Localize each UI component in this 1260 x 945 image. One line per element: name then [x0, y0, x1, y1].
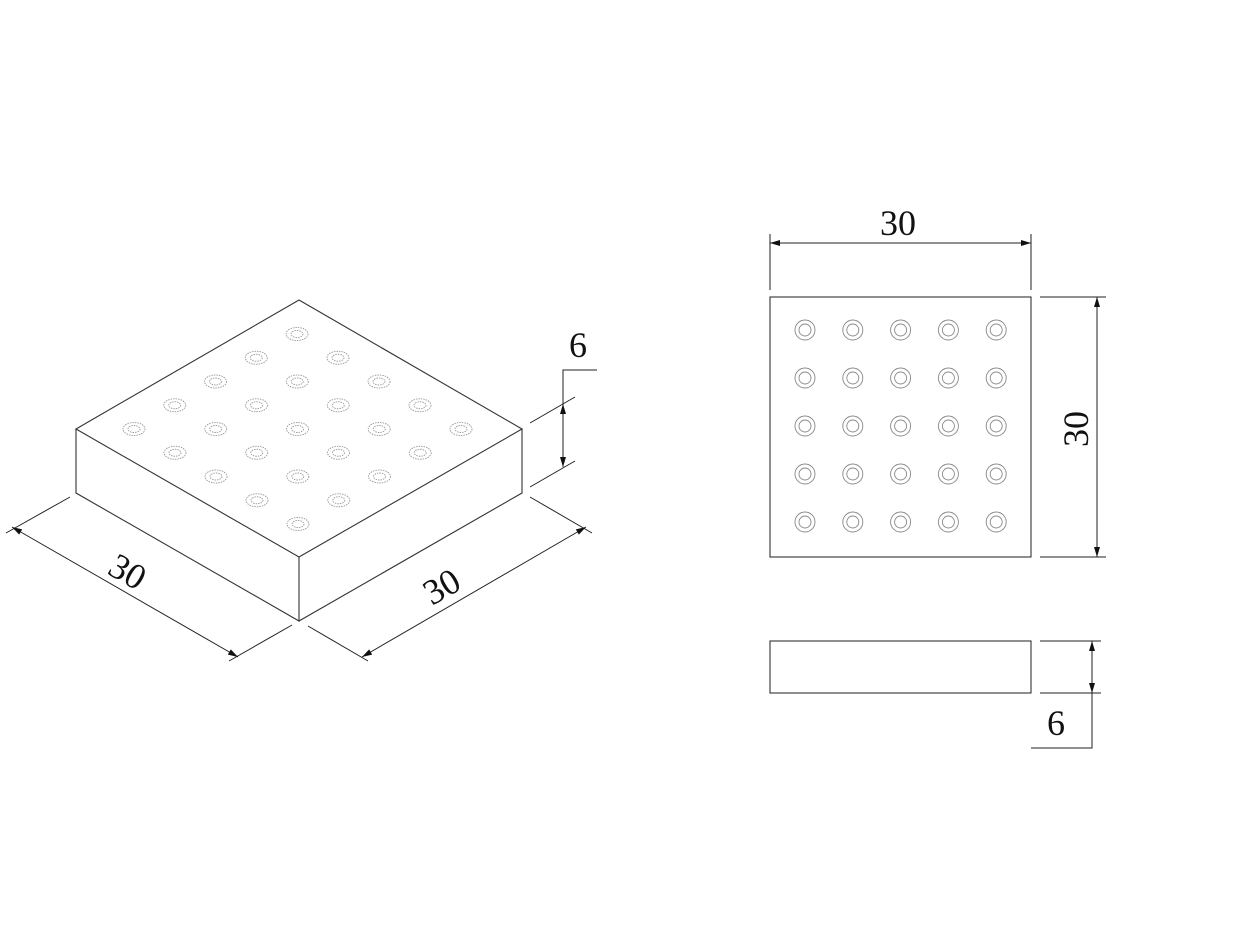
tactile-dot	[842, 511, 864, 533]
tactile-dot	[937, 415, 959, 437]
tactile-dot	[245, 493, 269, 508]
tactile-dot	[163, 445, 187, 460]
iso-height-label: 6	[569, 325, 587, 365]
iso-length-extension	[228, 624, 293, 662]
tactile-dot	[285, 374, 309, 389]
tactile-dot	[286, 469, 310, 484]
tactile-dot	[163, 398, 187, 413]
tactile-dot	[326, 398, 350, 413]
tactile-dot	[842, 415, 864, 437]
tactile-dot	[286, 517, 310, 531]
tactile-dot	[842, 367, 864, 389]
iso-width-label: 30	[416, 560, 467, 613]
iso-width-dimension-line	[361, 526, 587, 658]
tactile-dot	[890, 463, 912, 485]
iso-length-dimension-line	[11, 526, 239, 658]
tactile-dot	[794, 367, 816, 389]
tactile-dot	[794, 319, 816, 341]
tactile-dot	[204, 469, 228, 484]
tactile-dot	[408, 445, 432, 460]
tactile-dot	[367, 374, 391, 389]
iso-width-extension	[307, 625, 369, 662]
side-view-outline	[769, 640, 1032, 694]
side-thickness-leader	[1031, 693, 1093, 749]
tactile-dot	[285, 327, 309, 341]
tactile-dot	[368, 469, 391, 484]
tactile-dot	[890, 415, 912, 437]
tactile-dot	[245, 445, 269, 460]
tactile-dot	[842, 463, 864, 485]
tactile-dot	[367, 422, 391, 436]
tactile-dot	[326, 350, 350, 365]
iso-height-extension	[529, 396, 576, 424]
tactile-dot	[842, 319, 864, 341]
tactile-dot	[985, 415, 1007, 437]
tactile-dot	[794, 511, 816, 533]
iso-height-leader	[562, 369, 597, 404]
tactile-dot	[937, 367, 959, 389]
top-width-label: 30	[880, 203, 916, 243]
tactile-dot	[985, 511, 1007, 533]
tactile-dot	[327, 493, 351, 508]
tactile-dot	[449, 422, 473, 436]
tactile-dot	[794, 463, 816, 485]
tactile-dot	[985, 367, 1007, 389]
tactile-dot	[937, 463, 959, 485]
top-view: 30 30	[769, 203, 1106, 558]
iso-width-extension	[529, 496, 593, 534]
tactile-dot	[122, 422, 146, 436]
tactile-dot	[204, 422, 228, 436]
tactile-dot	[985, 319, 1007, 341]
tactile-dot	[985, 463, 1007, 485]
tactile-dot	[937, 319, 959, 341]
tactile-dot	[794, 415, 816, 437]
tactile-dot	[327, 445, 350, 460]
top-height-label: 30	[1056, 411, 1096, 447]
tactile-dot	[890, 367, 912, 389]
side-view: 6	[769, 640, 1101, 749]
iso-length-extension	[5, 496, 71, 534]
tactile-dot	[286, 422, 309, 436]
tactile-dot	[890, 319, 912, 341]
iso-dot-grid	[122, 327, 473, 531]
tactile-dot	[890, 511, 912, 533]
top-dot-grid	[794, 319, 1007, 533]
iso-height-extension	[529, 460, 576, 488]
tactile-dot	[204, 374, 227, 389]
top-view-outline	[769, 296, 1032, 558]
tactile-dot	[244, 350, 268, 365]
tactile-dot	[408, 398, 432, 413]
isometric-view: 30 30 6	[5, 299, 597, 662]
iso-length-label: 30	[102, 545, 153, 598]
tactile-dot	[937, 511, 959, 533]
iso-right-face	[298, 429, 523, 622]
side-thickness-label: 6	[1047, 703, 1065, 743]
tactile-dot	[245, 398, 268, 413]
iso-left-face	[75, 429, 300, 622]
